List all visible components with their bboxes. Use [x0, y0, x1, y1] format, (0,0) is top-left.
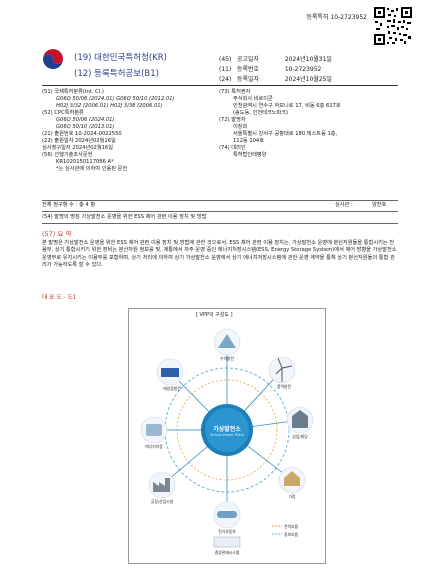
vpp-hub-inner — [205, 408, 249, 452]
node-building — [286, 406, 314, 434]
invention-title: (54) 발명의 명칭 가상발전소 운영을 위한 ESS 제어 관련 이용 장치… — [42, 214, 207, 220]
wind-turbine-icon — [275, 357, 293, 375]
office-name: (19) 대한민국특허청(KR) — [74, 53, 168, 63]
bib-line: G06Q 50/06 (2024.01) — [56, 117, 115, 123]
home-label: 가정 — [288, 494, 296, 499]
node-factory — [148, 471, 176, 499]
car-icon — [217, 511, 237, 518]
bib-line: 주식회사 비로이콘 — [233, 96, 273, 102]
wind-label: 풍력발전 — [277, 384, 291, 389]
legend-power-label: 전력흐름 — [284, 524, 298, 529]
bib-line: G06Q 50/06 (2024.01) G06Q 50/10 (2012.01… — [56, 96, 175, 102]
legend — [272, 525, 282, 535]
figure-frame — [128, 308, 326, 564]
hydro-label: 수력발전 — [220, 356, 234, 361]
bib-line: 112동 104호 — [233, 138, 264, 144]
code: (45) — [219, 56, 232, 63]
node-solar — [156, 358, 184, 386]
key: 등록번호 — [236, 66, 260, 73]
code: (11) — [219, 66, 232, 73]
bib-line: (73) 특허권자 — [219, 89, 251, 95]
node-ev — [213, 501, 241, 529]
registration-number: 등록특허 10-2723952 — [306, 14, 367, 21]
ev-label: 전기자동차 — [218, 529, 236, 534]
node-home — [278, 466, 306, 494]
representative-figure-label: 대 표 도 - 도1 — [42, 295, 77, 301]
bib-line: (52) CPC특허분류 — [42, 110, 84, 116]
battery-icon — [146, 424, 162, 436]
value: 10-2723952 — [284, 66, 322, 73]
bib-left: (51) 국제특허분류(Int. Cl.) G06Q 50/06 (2024.0… — [42, 89, 214, 173]
bib-line: (56) 선행기술조사문헌 — [42, 152, 93, 158]
bib-line: 이창희 — [233, 124, 248, 130]
monitor-icon — [213, 536, 241, 548]
ess-label: 에너지저장 — [145, 444, 163, 449]
header-rule — [42, 85, 398, 86]
key: 공고일자 — [236, 56, 260, 63]
node-hydro — [213, 328, 241, 356]
legend-info-label: 정보흐름 — [284, 532, 298, 537]
node-wind — [268, 356, 296, 384]
header-publication-date: (45) 공고일자 2024년10월31일 — [219, 54, 332, 63]
kipo-logo-icon — [43, 49, 63, 69]
bib-line: KR1020150117086 A* — [56, 159, 114, 165]
claims-rule-bottom — [42, 211, 398, 212]
claims-count: 전체 청구항 수 : 총 4 항 — [42, 202, 96, 208]
bib-line: (72) 발명자 — [219, 117, 246, 123]
bib-line: (51) 국제특허분류(Int. Cl.) — [42, 89, 104, 95]
examiner-key: 심사관 : — [335, 202, 353, 208]
qr-code-icon — [373, 6, 413, 46]
factory-label: 공장/산업시설 — [150, 499, 174, 504]
bib-line: 특허법인태평양 — [233, 152, 267, 158]
building-label: 상업/빌딩 — [292, 434, 308, 439]
bib-line: (송도동, 인천테크노파크) — [233, 110, 289, 116]
bib-line: H02J 3/32 (2006.01) H02J 3/38 (2006.01) — [56, 103, 163, 109]
factory-icon — [153, 478, 170, 492]
code: (24) — [219, 76, 232, 83]
vpp-hub-sublabel: Virtual Power Plant — [210, 433, 244, 437]
claims-rule-top — [42, 200, 398, 201]
house-icon — [284, 471, 300, 486]
node-control — [213, 536, 241, 548]
node-ess — [140, 416, 168, 444]
control-label: 중앙관제시스템 — [214, 550, 240, 555]
bib-line: 인천광역시 연수구 하모니로 17, 비동 6층 617호 — [233, 103, 341, 109]
bib-line: 서울특별시 강서구 공항대로 180 테스트동 1층, — [233, 131, 338, 137]
bib-line: *는 심사관에 의하여 인용된 문헌 — [56, 166, 128, 172]
examiner-name: 양찬호 — [372, 202, 387, 208]
building-icon — [292, 410, 308, 428]
publication-type: (12) 등록특허공보(B1) — [74, 69, 159, 79]
abstract-text: 본 발명은 가상발전소 운영을 위한 ESS 제어 관련 이용 장치 및 방법에… — [42, 240, 397, 269]
value: 2024년10월31일 — [284, 56, 332, 63]
bib-line: (22) 출원일자 2024년02월16일 — [42, 138, 116, 144]
dam-icon — [218, 334, 236, 348]
bib-right: (73) 특허권자 주식회사 비로이콘 인천광역시 연수구 하모니로 17, 비… — [219, 89, 399, 159]
title-rule — [42, 223, 398, 224]
figure-caption: [ VPP의 구성도 ] — [196, 312, 233, 318]
solar-panel-icon — [161, 368, 179, 377]
vpp-hub-label: 가상발전소 — [213, 426, 241, 433]
key: 등록일자 — [236, 76, 260, 83]
bib-line: 심사청구일자 2024년02월16일 — [42, 145, 114, 151]
solar-label: 태양광발전 — [163, 386, 181, 391]
value: 2024년10월25일 — [284, 76, 332, 83]
bib-line: (21) 출원번호 10-2024-0022550 — [42, 131, 122, 137]
bib-line: (74) 대리인 — [219, 145, 246, 151]
bib-line: G06Q 50/10 (2013.01) — [56, 124, 115, 130]
vpp-diagram — [140, 328, 314, 548]
header-registration-date: (24) 등록일자 2024년10월25일 — [219, 74, 332, 83]
header-registration-no: (11) 등록번호 10-2723952 — [219, 64, 321, 73]
abstract-title: (57) 요 약 — [42, 230, 72, 238]
